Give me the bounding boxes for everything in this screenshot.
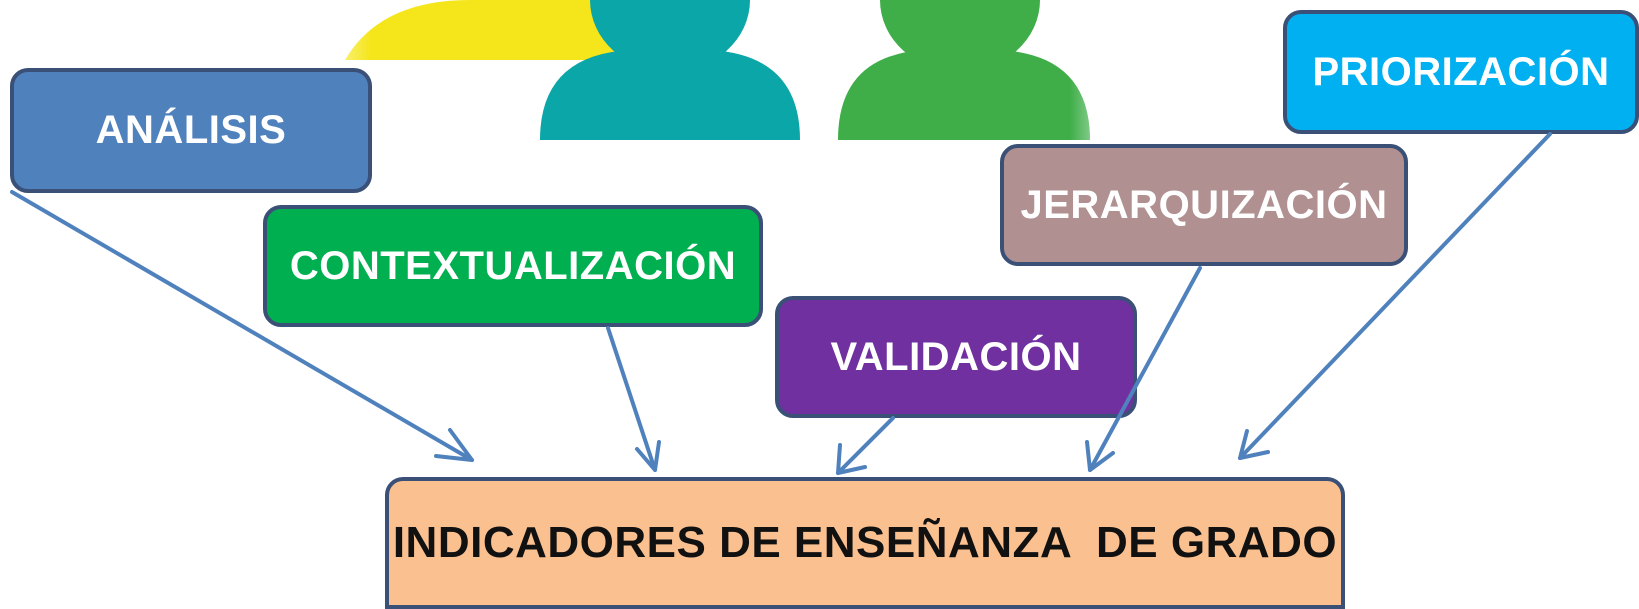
arrow-contextualizacion [606,326,661,472]
priorizacion-label: PRIORIZACIÓN [1312,49,1610,94]
analisis-box: ANÁLISIS [10,68,372,193]
jerarquizacion-label: JERARQUIZACIÓN [1020,182,1388,227]
analisis-label: ANÁLISIS [95,108,287,152]
contextualizacion-label: CONTEXTUALIZACIÓN [289,243,737,288]
arrow-priorizacion [1238,132,1552,460]
contextualizacion-box: CONTEXTUALIZACIÓN [263,205,763,327]
validacion-box: VALIDACIÓN [775,296,1137,418]
person-teal-icon [540,0,800,140]
arrow-analisis [10,190,474,462]
priorizacion-box: PRIORIZACIÓN [1283,10,1639,134]
jerarquizacion-box: JERARQUIZACIÓN [1000,144,1408,266]
indicadores-label: INDICADORES DE ENSEÑANZA DE GRADO [392,518,1338,567]
arrow-validacion [836,416,895,475]
validacion-label: VALIDACIÓN [830,334,1082,379]
indicadores-box: INDICADORES DE ENSEÑANZA DE GRADO [385,477,1345,609]
person-green-icon [838,0,1090,140]
arrow-jerarquizacion [1085,266,1202,472]
